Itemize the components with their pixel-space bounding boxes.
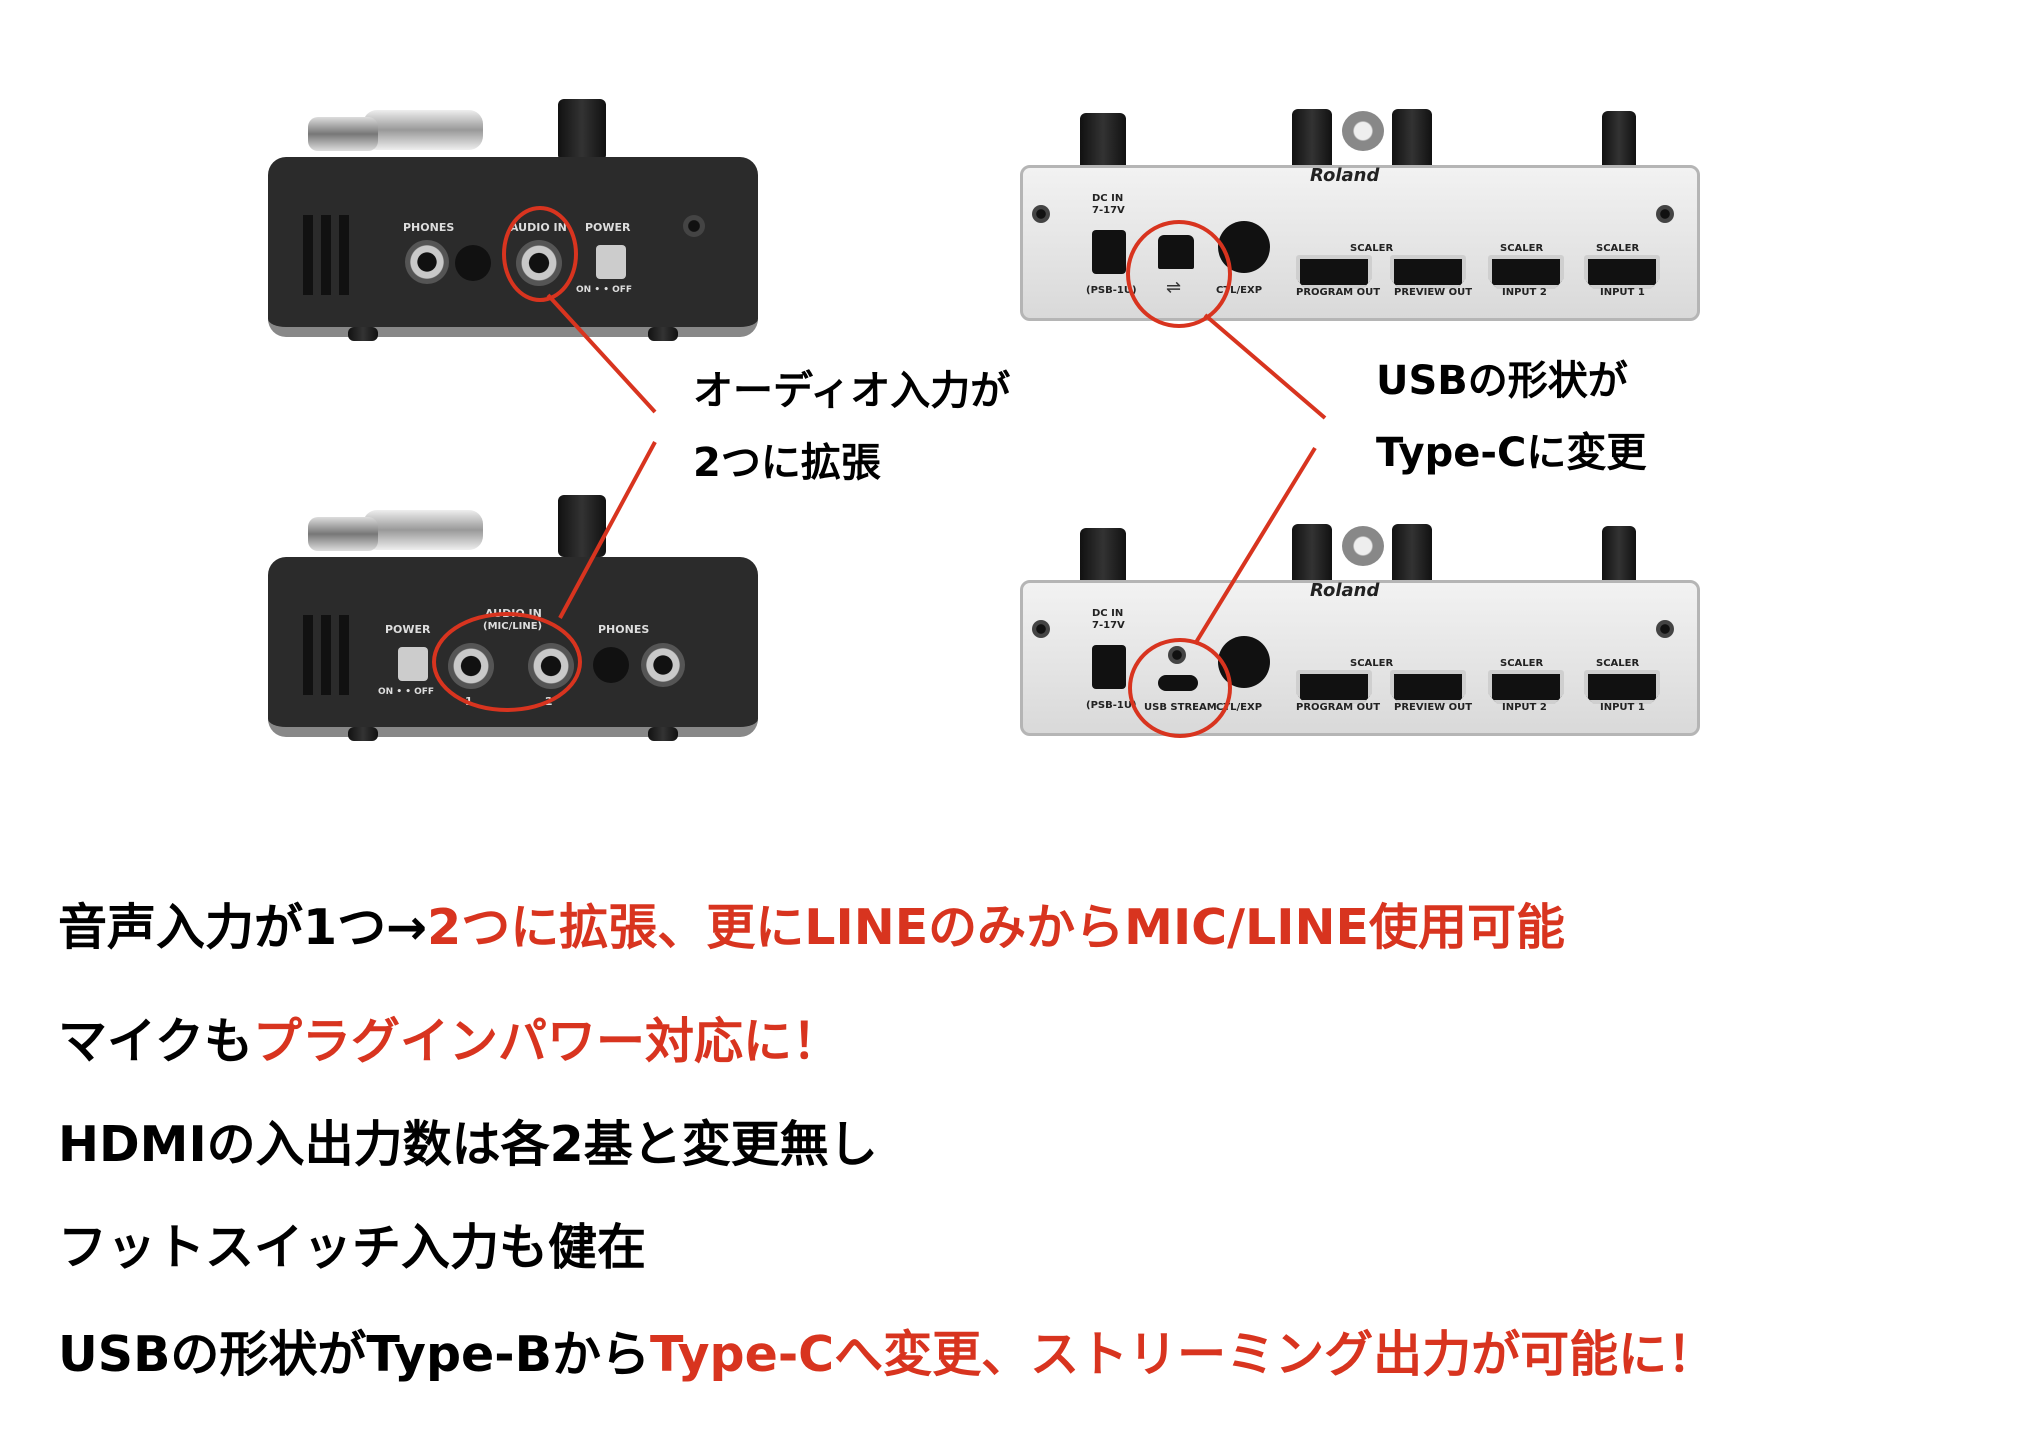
- ctl-exp-label: CTL/EXP: [1216, 285, 1263, 296]
- scaler-label: SCALER: [1596, 658, 1640, 669]
- knob: [1292, 524, 1332, 586]
- hdmi-program-out: [1296, 670, 1372, 704]
- tbar-cap: [308, 117, 378, 151]
- vent-grille: [303, 615, 353, 695]
- program-out-label: PROGRAM OUT: [1296, 702, 1381, 713]
- scaler-label: SCALER: [1596, 243, 1640, 254]
- knob: [1392, 109, 1432, 171]
- foot-left: [348, 327, 378, 341]
- tbar-handle: [363, 110, 483, 150]
- device-side-old: PHONES AUDIO IN POWER ON • • OFF: [258, 95, 768, 345]
- power-label: POWER: [585, 221, 631, 234]
- knob: [1080, 113, 1126, 171]
- usb-highlight-bottom: [1128, 638, 1232, 738]
- dc-in-label: DC IN: [1092, 193, 1124, 204]
- usb-annotation-line1: USBの形状が: [1376, 358, 1628, 404]
- dc-volt-label: 7-17V: [1092, 620, 1125, 631]
- summary-line-3: HDMIの入出力数は各2基と変更無し: [58, 1116, 878, 1173]
- hdmi-input1: [1584, 670, 1660, 704]
- dc-in-jack: [1092, 230, 1126, 274]
- phones-volume-knob: [455, 245, 491, 281]
- power-switch: [596, 245, 626, 279]
- brand-logo: Roland: [1310, 580, 1380, 601]
- phones-volume-knob: [593, 647, 629, 683]
- preview-out-label: PREVIEW OUT: [1394, 287, 1473, 298]
- ctl-exp-label: CTL/EXP: [1216, 702, 1263, 713]
- usb-annotation: USBの形状が Type-Cに変更: [1376, 345, 1646, 489]
- rotary-knob: [558, 99, 606, 161]
- scaler-label: SCALER: [1350, 658, 1394, 669]
- hdmi-input2: [1488, 670, 1564, 704]
- summary-line-2-highlight: プラグインパワー対応に！: [253, 1013, 842, 1070]
- camera-knob: [1342, 111, 1384, 151]
- screw: [1032, 205, 1050, 223]
- hdmi-preview-out: [1390, 255, 1466, 289]
- scaler-label: SCALER: [1500, 243, 1544, 254]
- screw: [1032, 620, 1050, 638]
- input1-label: INPUT 1: [1600, 287, 1645, 298]
- summary-line-5: USBの形状がType-BからType-Cへ変更、ストリーミング出力が可能に！: [58, 1315, 1716, 1386]
- brand-logo: Roland: [1310, 165, 1380, 186]
- psb-label: (PSB-1U): [1086, 285, 1137, 296]
- usb-annotation-line2: Type-Cに変更: [1376, 430, 1647, 476]
- summary-line-5-highlight: Type-Cへ変更、ストリーミング出力が可能に！: [649, 1326, 1717, 1383]
- summary-line-5-plain: USBの形状がType-Bから: [58, 1326, 650, 1383]
- hdmi-program-out: [1296, 255, 1372, 289]
- tbar-handle: [363, 510, 483, 550]
- power-label: POWER: [385, 623, 431, 636]
- power-on-off-label: ON • • OFF: [378, 687, 435, 697]
- hdmi-input1: [1584, 255, 1660, 289]
- vent-grille: [303, 215, 353, 295]
- screw: [1656, 620, 1674, 638]
- knob: [1080, 528, 1126, 586]
- tbar-cap: [308, 517, 378, 551]
- power-switch: [398, 647, 428, 681]
- phones-jack: [405, 240, 449, 284]
- audio-in-highlight-top: [502, 206, 578, 302]
- dc-in-label: DC IN: [1092, 608, 1124, 619]
- psb-label: (PSB-1U): [1086, 700, 1137, 711]
- input2-label: INPUT 2: [1502, 702, 1547, 713]
- foot-right: [648, 727, 678, 741]
- scaler-label: SCALER: [1350, 243, 1394, 254]
- audio-annotation-line1: オーディオ入力が: [693, 368, 1011, 414]
- dc-in-jack: [1092, 645, 1126, 689]
- program-out-label: PROGRAM OUT: [1296, 287, 1381, 298]
- knob: [1602, 526, 1636, 588]
- rotary-knob: [558, 495, 606, 557]
- power-on-off-label: ON • • OFF: [576, 285, 633, 295]
- preview-out-label: PREVIEW OUT: [1394, 702, 1473, 713]
- camera-knob: [1342, 526, 1384, 566]
- foot-left: [348, 727, 378, 741]
- phones-jack: [641, 643, 685, 687]
- summary-line-1-plain: 音声入力が1つ→: [58, 899, 428, 956]
- connector-line-usb-top: [1203, 313, 1327, 420]
- screw: [683, 215, 705, 237]
- summary-line-2: マイクもプラグインパワー対応に！: [58, 1002, 841, 1073]
- summary-line-1: 音声入力が1つ→2つに拡張、更にLINEのみからMIC/LINE使用可能: [58, 888, 1565, 959]
- summary-line-2-plain: マイクも: [58, 1013, 254, 1070]
- phones-label: PHONES: [598, 623, 650, 636]
- hdmi-preview-out: [1390, 670, 1466, 704]
- dc-volt-label: 7-17V: [1092, 205, 1125, 216]
- foot-right: [648, 327, 678, 341]
- screw: [1656, 205, 1674, 223]
- scaler-label: SCALER: [1500, 658, 1544, 669]
- input1-label: INPUT 1: [1600, 702, 1645, 713]
- phones-label: PHONES: [403, 221, 455, 234]
- usb-highlight-top: [1126, 220, 1232, 328]
- audio-annotation-line2: 2つに拡張: [693, 440, 881, 486]
- input2-label: INPUT 2: [1502, 287, 1547, 298]
- hdmi-input2: [1488, 255, 1564, 289]
- audio-annotation: オーディオ入力が 2つに拡張: [693, 355, 1010, 499]
- knob: [1392, 524, 1432, 586]
- knob: [1602, 111, 1636, 173]
- summary-line-4: フットスイッチ入力も健在: [58, 1219, 647, 1276]
- summary-line-1-highlight: 2つに拡張、更にLINEのみからMIC/LINE使用可能: [427, 899, 1565, 956]
- device-rear-new: Roland DC IN 7-17V (PSB-1U) USB STREAM C…: [1020, 510, 1700, 740]
- audio-in-highlight-bottom: [432, 612, 582, 712]
- device-rear-old: Roland DC IN 7-17V (PSB-1U) ⇌ CTL/EXP SC…: [1020, 95, 1700, 325]
- knob: [1292, 109, 1332, 171]
